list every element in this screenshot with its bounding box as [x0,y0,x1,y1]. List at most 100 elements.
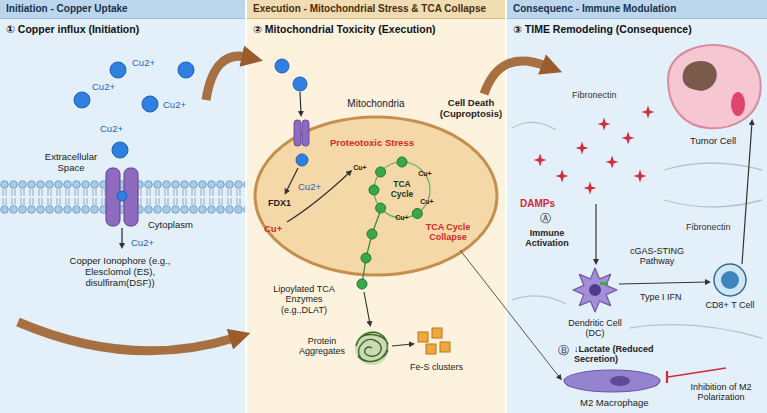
damp-star [634,170,647,183]
fes-cluster [432,328,442,338]
panel-subtitle: ① Copper influx (Initiation) [6,23,239,35]
callout-letter-box: Ⓑ [558,344,569,357]
fibronectin-fiber [630,325,762,338]
ion-arrow [287,172,350,222]
cell-label: M2 Macrophage [580,398,649,409]
copper-ion [112,142,128,158]
cluster-label-box: Fe-S clusters [410,362,463,372]
influx-arrow [121,228,122,246]
cycle-label-box: TCA Cycle [385,180,419,200]
tumor-nucleus [683,61,717,91]
ion-label-box: Cu2+ [92,82,115,93]
lipoylated-enzyme [357,279,367,289]
fibronectin-fiber [664,163,762,170]
ion-label: Cu2+ [131,238,154,249]
aggregate-label-box: Protein Aggregates [296,336,348,357]
aggregation-arrow [364,292,370,324]
sting-marker [600,282,608,285]
cell-label-box: Dendritic Cell (DC) [562,318,628,339]
attack-arrow [742,122,752,264]
panel-header-bar: Execution - Mitochondrial Stress & TCA C… [247,0,505,19]
ion-arrow [286,168,298,192]
ion-label-box: Cu2+ [132,58,155,69]
fes-arrow [392,344,412,346]
copper-ion [178,62,194,78]
enzyme-label: Lipoylated TCA Enzymes (e.g.,DLAT) [262,284,346,315]
tca-enzyme [376,203,386,213]
fes-cluster [426,344,436,354]
ion-label-box: Cu+ [264,224,282,235]
macrophage-nucleus [610,376,630,386]
signal-label-box: Type I IFN [640,292,682,302]
ion-symbol: Cu+ [420,198,433,206]
protein-aggregate [355,331,389,365]
signal-label-box: DAMPs [520,198,555,210]
ion-symbol: Cu+ [395,214,408,222]
ion-label: Cu2+ [132,58,155,69]
tca-enzyme [376,167,386,177]
process-label-box: Immune Activation [516,228,578,249]
fes-cluster [440,342,450,352]
tumor-organelle [731,92,745,116]
ion-label: Cu2+ [92,82,115,93]
m2-macrophage [564,370,660,392]
fibronectin-fiber [512,122,556,130]
stress-label: Proteotoxic Stress [330,138,414,149]
signal-label: Type I IFN [640,292,682,302]
signal-label: DAMPs [520,198,555,210]
stress-label-box: TCA Cycle Collapse [418,222,478,243]
ion-label: Cu2+ [100,124,123,135]
tca-enzyme [397,157,407,167]
ion-label: Cu2+ [163,100,186,111]
process-label: ↓Lactate (Reduced Secretion) [574,344,670,365]
copper-ion [296,154,308,166]
flow-arrow [484,61,546,94]
panel-title: Execution - Mitochondrial Stress & TCA C… [253,3,499,15]
panel-subtitle: ② Mitochondrial Toxicity (Execution) [253,23,499,35]
panel-title: Consequenc - Immune Modulation [513,3,761,15]
panel-title: Initiation - Copper Uptake [6,3,239,15]
matrix-label: Fibronectin [572,90,617,100]
damp-star [576,142,589,155]
pathway-label: cGAS-STING Pathway [622,246,692,267]
callout-letter: Ⓐ [540,212,551,225]
fibronectin-fiber [512,296,566,304]
drug-label: Copper Ionophore (e.g., Elesclomol (ES),… [55,256,185,289]
stress-label-box: Proteotoxic Stress [330,138,414,149]
t-cell-nucleus [721,271,739,289]
tca-ring [374,162,430,218]
copper-ion [142,96,158,112]
outcome-label: Cell Death (Cuproptosis) [438,98,504,120]
matrix-label: Fibronectin [686,222,731,232]
aggregate-label: Protein Aggregates [296,336,348,357]
ion-arrow [300,92,301,114]
cluster-label: Fe-S clusters [410,362,463,372]
panel-body: ② Mitochondrial Toxicity (Execution) [247,19,505,35]
damp-star [584,182,597,195]
outcome-label-box: Cell Death (Cuproptosis) [438,98,504,120]
tca-enzyme [412,209,422,219]
region-label-box: Cytoplasm [148,220,193,231]
cell-membrane [0,180,245,214]
effect-label: Inhibition of M2 Polarization [680,382,762,403]
callout-letter-box: Ⓐ [540,212,551,225]
enzyme-chain [362,212,380,284]
dendritic-cell [573,268,617,312]
copper-ion [293,77,307,91]
protein-name: FDX1 [268,198,291,208]
damp-star [606,156,619,169]
activation-arrow [595,204,596,262]
panel-header-bar: Consequenc - Immune Modulation [507,0,767,19]
ion-label-box: Cu2+ [163,100,186,111]
copper-ion [74,92,90,108]
flow-arrow [18,322,234,351]
ion-symbol: Cu+ [353,164,366,172]
effect-label-box: Inhibition of M2 Polarization [680,382,762,403]
damp-star [598,118,611,131]
inhibition-bar [666,371,668,383]
ion-label-box: Cu2+ [100,124,123,135]
tca-enzyme [369,185,379,195]
lipoylated-enzyme [361,253,371,263]
damp-star [556,170,569,183]
